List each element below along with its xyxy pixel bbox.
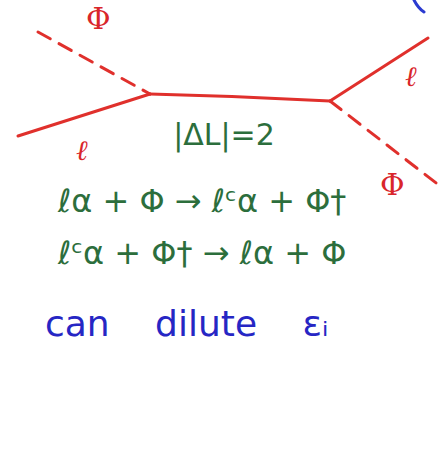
particle-label: ℓ: [405, 62, 417, 93]
reaction-label: ℓα + Φ → ℓᶜα + Φ†: [58, 184, 346, 219]
reaction-label: ℓᶜα + Φ† → ℓα + Φ: [58, 236, 346, 271]
lepton-line: [18, 94, 150, 136]
lepton-line: [330, 38, 428, 101]
propagator-line: [150, 94, 330, 101]
particle-label: Φ: [380, 168, 405, 201]
ink-mark: [414, 0, 424, 12]
equation-label: |ΔL|=2: [173, 118, 275, 151]
particle-label: ℓ: [76, 136, 88, 167]
particle-label: Φ: [86, 2, 111, 35]
note-label: can dilute εᵢ: [45, 304, 328, 344]
scalar-line: [38, 32, 150, 94]
